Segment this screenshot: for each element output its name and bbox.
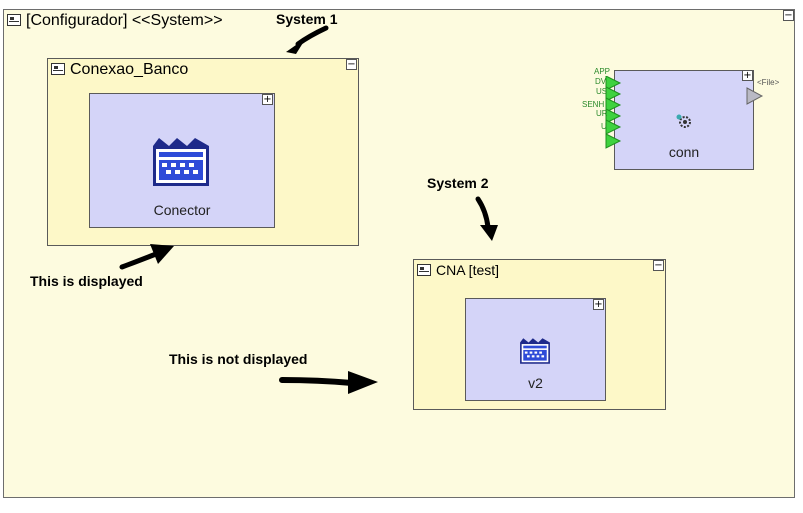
conn-input-ports[interactable] [604,76,624,152]
conn-port-label-app: APP [594,67,611,76]
conn-port-label-u: U [601,122,607,131]
conn-output-port[interactable] [746,87,764,105]
conn-output-port-label: <File> [757,78,780,87]
block2-inner-expand-button[interactable]: + [593,299,604,310]
arrow-system-2 [475,196,498,241]
system-type-icon [7,14,21,26]
arrow-displayed [119,244,174,270]
block1-inner-expand-button[interactable]: + [262,94,273,105]
conn-port-label-senh: SENH [582,100,605,109]
block1-type-icon [51,63,65,75]
block1-title: Conexao_Banco [70,61,189,78]
block2-collapse-button[interactable]: − [653,260,664,271]
annotation-displayed: This is displayed [30,273,143,289]
block1-collapse-button[interactable]: − [346,59,357,70]
conn-port-label-dv: DV [595,77,607,86]
factory-icon [153,138,209,186]
conn-port-label-us: US [596,87,608,96]
conn-gear-icon [676,114,691,128]
annotation-system-1: System 1 [276,11,338,27]
arrow-not-displayed [279,371,378,394]
factory-icon-small [520,338,550,364]
arrow-system-1 [286,25,329,54]
conn-expand-button[interactable]: + [742,70,753,81]
block2-title: CNA [test] [436,262,500,278]
block2-inner-label: v2 [528,375,543,391]
system-title: [Configurador] <<System>> [26,12,223,29]
conn-label: conn [668,144,700,160]
conn-component[interactable] [614,70,754,170]
block2-type-icon [417,264,431,276]
conn-port-label-ur: UR [596,109,608,118]
annotation-system-2: System 2 [427,175,489,191]
annotation-not-displayed: This is not displayed [169,351,308,367]
system-collapse-button[interactable]: − [783,10,794,21]
block1-inner-label: Conector [153,202,211,218]
